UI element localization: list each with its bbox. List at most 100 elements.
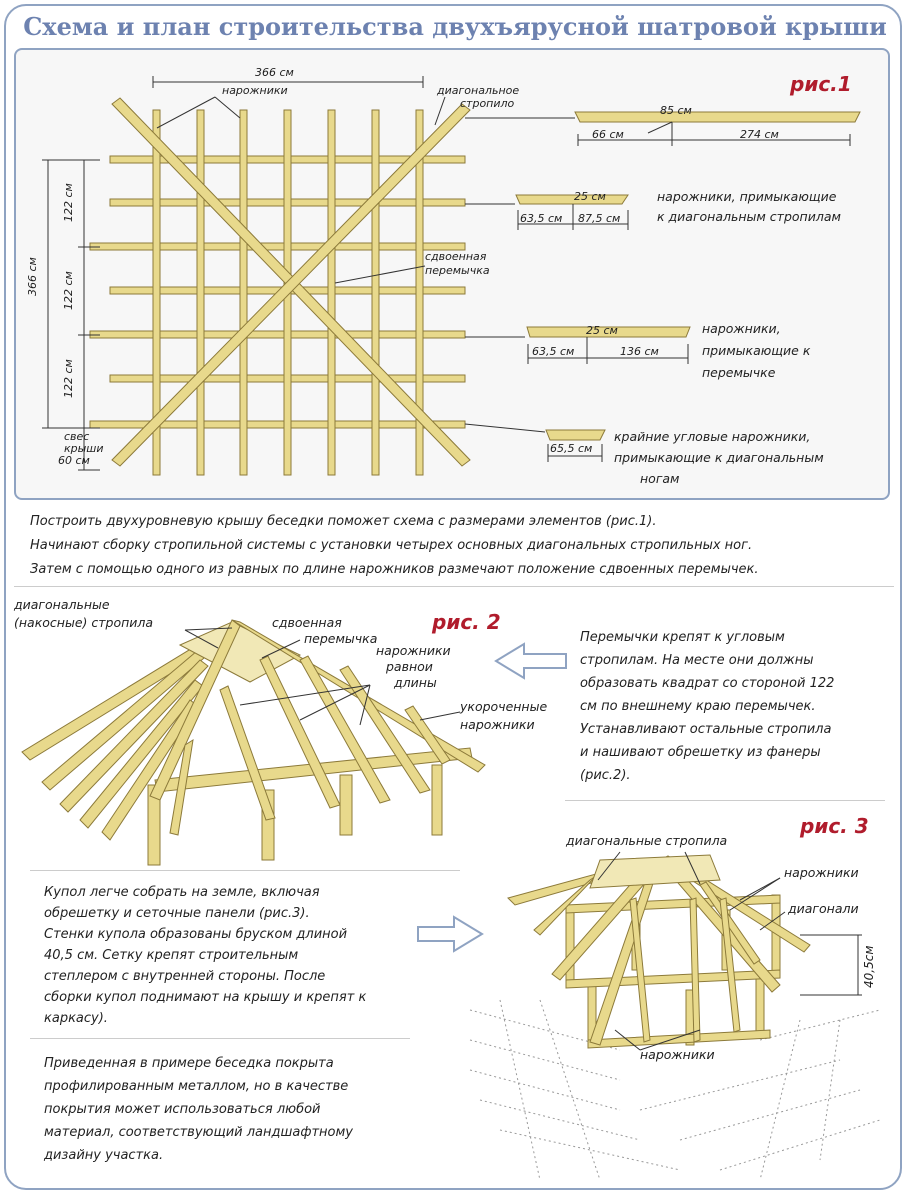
piece4-a: 65,5 см bbox=[550, 442, 593, 455]
intro-line-3: Затем с помощью одного из равных по длин… bbox=[30, 562, 759, 577]
piece2-desc-1: нарожники, примыкающие bbox=[657, 189, 837, 204]
post bbox=[431, 764, 443, 836]
fig2-text-4: см по внешнему краю перемычек. bbox=[580, 699, 816, 714]
piece4-desc-2: примыкающие к диагональным bbox=[614, 450, 824, 465]
rafter bbox=[59, 659, 209, 813]
overhang-3: 60 см bbox=[58, 454, 90, 467]
top-cap bbox=[589, 854, 721, 889]
frame-beam bbox=[565, 969, 781, 989]
divider bbox=[565, 800, 885, 801]
fig3-diagonali-label: диагонали bbox=[788, 901, 859, 916]
fig3-dim-label: 40,5см bbox=[862, 945, 876, 988]
jack-rafter bbox=[415, 109, 424, 476]
fig2-double-2: перемычка bbox=[304, 631, 378, 646]
diagonal-rafter bbox=[589, 861, 661, 1046]
rafter bbox=[339, 665, 431, 794]
page-title: Схема и план строительства двухъярусной … bbox=[23, 12, 887, 41]
fig2-double-1: сдвоенная bbox=[272, 615, 342, 630]
short-rafter bbox=[404, 705, 451, 765]
fig2-text-5: Устанавливают остальные стропила bbox=[580, 722, 832, 737]
fig2-equal-1: нарожники bbox=[376, 643, 451, 658]
intro-line-1: Построить двухуровневую крышу беседки по… bbox=[30, 514, 657, 529]
jack-rafter bbox=[327, 109, 336, 476]
fig2-diag-1: диагональные bbox=[14, 597, 110, 612]
intro-line-2: Начинают сборку стропильной системы с ус… bbox=[30, 538, 753, 553]
piece3-desc-3: перемычке bbox=[702, 365, 776, 380]
fig3-narozh2-label: нарожники bbox=[640, 1047, 715, 1062]
fig3-text-1: Купол легче собрать на земле, включая bbox=[44, 885, 320, 900]
jack-rafter bbox=[152, 109, 161, 476]
piece-3 bbox=[526, 326, 691, 338]
narozhniki-label: нарожники bbox=[222, 84, 288, 97]
piece3-top: 25 см bbox=[586, 324, 618, 337]
fig3-narozh-label: нарожники bbox=[784, 865, 859, 880]
piece2-top: 25 см bbox=[574, 190, 606, 203]
fig2-short-2: нарожники bbox=[460, 717, 535, 732]
arrow-left-icon bbox=[494, 642, 567, 680]
divider bbox=[14, 586, 894, 587]
fig3-text-2: обрешетку и сеточные панели (рис.3). bbox=[44, 906, 310, 921]
rafter bbox=[219, 685, 276, 821]
overhang-1: свес bbox=[64, 430, 90, 443]
fig2-equal-2: равнои bbox=[386, 659, 433, 674]
frame-post bbox=[755, 974, 765, 1036]
fig2-text-2: стропилам. На месте они должны bbox=[580, 653, 814, 668]
double-beam-1: сдвоенная bbox=[425, 250, 487, 263]
outer-frame bbox=[4, 4, 902, 1190]
rafter bbox=[259, 655, 341, 809]
piece1-top: 85 см bbox=[660, 104, 692, 117]
double-beam-2: перемычка bbox=[425, 264, 490, 277]
arrow-right-icon bbox=[417, 915, 484, 953]
divider bbox=[30, 870, 460, 871]
piece4-desc-3: ногам bbox=[640, 471, 680, 486]
figure-3-label: рис. 3 bbox=[800, 814, 869, 838]
piece3-a: 63,5 см bbox=[532, 345, 575, 358]
piece3-b: 136 см bbox=[620, 345, 659, 358]
jack-rafter bbox=[239, 109, 248, 476]
piece-1 bbox=[574, 111, 861, 123]
jack-rafter bbox=[689, 897, 701, 1043]
piece3-desc-2: примыкающие к bbox=[702, 343, 811, 358]
piece3-desc-1: нарожники, bbox=[702, 321, 781, 336]
figure-2-label: рис. 2 bbox=[432, 610, 501, 634]
piece2-desc-2: к диагональным стропилам bbox=[657, 209, 841, 224]
fig3-text-5: степлером с внутренней стороны. После bbox=[44, 969, 326, 984]
divider bbox=[30, 1038, 410, 1039]
fig3-text-6: сборки купол поднимают на крышу и крепят… bbox=[44, 990, 367, 1005]
jack-rafter bbox=[196, 109, 205, 476]
fig3-text-7: каркасу). bbox=[44, 1011, 108, 1026]
piece-4 bbox=[545, 429, 606, 441]
diag-rafter-label-1: диагональное bbox=[437, 84, 520, 97]
hip-rafter bbox=[149, 619, 241, 801]
final-text-1: Приведенная в примере беседка покрыта bbox=[44, 1056, 334, 1071]
piece1-a: 66 см bbox=[592, 128, 624, 141]
fig2-text-7: (рис.2). bbox=[580, 768, 631, 783]
fig2-diag-2: (накосные) стропила bbox=[14, 615, 154, 630]
piece4-desc-1: крайние угловые нарожники, bbox=[614, 429, 811, 444]
piece2-b: 87,5 см bbox=[578, 212, 621, 225]
piece-2 bbox=[515, 194, 629, 205]
final-text-5: дизайну участка. bbox=[44, 1148, 164, 1163]
jack-rafter bbox=[371, 109, 380, 476]
frame-beam bbox=[587, 1029, 771, 1049]
diagonal-rafter bbox=[111, 103, 471, 467]
fig3-diag-label: диагональные стропила bbox=[566, 833, 728, 848]
fig2-short-1: укороченные bbox=[460, 699, 548, 714]
fig2-text-3: образовать квадрат со стороной 122 bbox=[580, 676, 835, 691]
fig3-text-3: Стенки купола образованы бруском длиной bbox=[44, 927, 348, 942]
final-text-3: покрытия может использоваться любой bbox=[44, 1102, 321, 1117]
overhang-2: крыши bbox=[64, 442, 104, 455]
figure-1-label: рис.1 bbox=[790, 72, 852, 96]
fig3-text-4: 40,5 см. Сетку крепят строительным bbox=[44, 948, 299, 963]
jack-rafter bbox=[699, 881, 761, 965]
final-text-4: материал, соответствующий ландшафтному bbox=[44, 1125, 354, 1140]
post bbox=[147, 784, 161, 866]
diag-rafter-label-2: стропило bbox=[460, 97, 515, 110]
piece1-b: 274 см bbox=[740, 128, 779, 141]
fig2-text-1: Перемычки крепят к угловым bbox=[580, 630, 785, 645]
piece2-a: 63,5 см bbox=[520, 212, 563, 225]
final-text-2: профилированным металлом, но в качестве bbox=[44, 1079, 349, 1094]
jack-rafter bbox=[719, 897, 741, 1033]
